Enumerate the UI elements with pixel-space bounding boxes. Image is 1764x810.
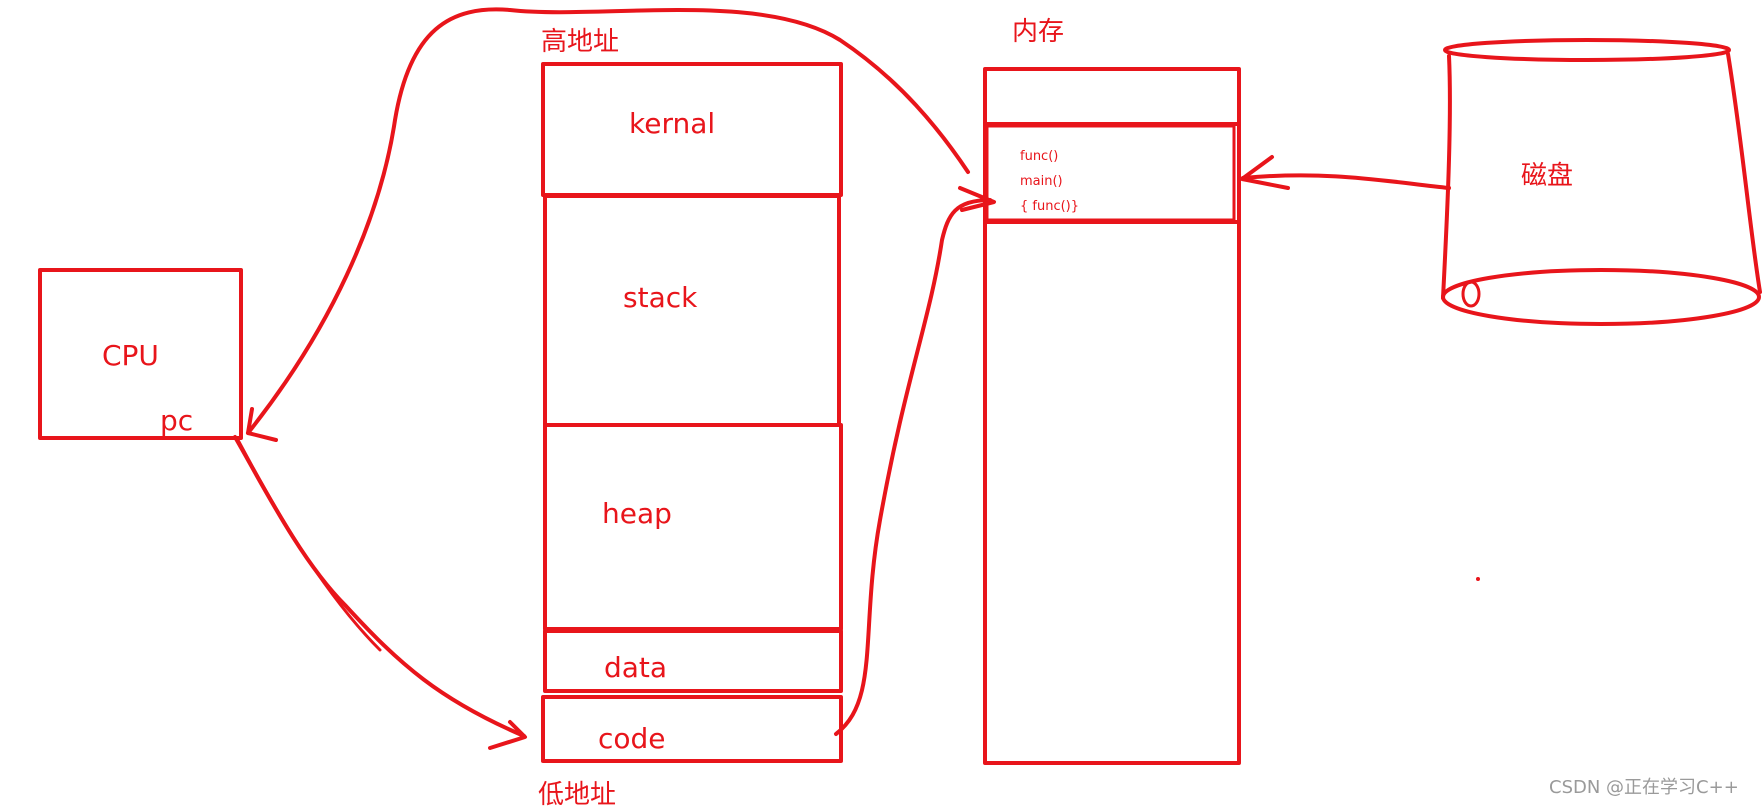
cpu-box <box>38 268 243 440</box>
pc-to-code-arrowhead <box>488 720 527 750</box>
memory-to-pc-arrow <box>246 7 970 435</box>
watermark: CSDN @正在学习C++ <box>1549 777 1739 798</box>
disk-block: 磁盘 <box>1441 38 1762 326</box>
disk-to-memory-arrow <box>1241 173 1451 190</box>
data-segment <box>543 629 843 693</box>
memory-block: 内存 func() main() { func()} <box>983 17 1241 765</box>
disk-label: 磁盘 <box>1521 161 1573 191</box>
arrows <box>233 7 1451 750</box>
code-segment-label: code <box>598 722 666 755</box>
code-segment <box>541 695 843 763</box>
cpu-block: CPU pc <box>38 268 243 440</box>
disk-spindle-mark <box>1461 280 1481 308</box>
code-to-memory-arrow <box>834 198 992 736</box>
stray-dot <box>1476 577 1480 581</box>
stack-segment-label: stack <box>623 281 698 314</box>
disk-left-side <box>1441 54 1452 300</box>
memory-line-func: func() <box>1020 149 1058 164</box>
code-to-memory-arrowhead <box>958 186 996 212</box>
pc-to-code-arrow-shadow <box>236 438 382 652</box>
memory-line-main: main() <box>1020 174 1063 189</box>
memory-label: 内存 <box>1012 17 1064 47</box>
pc-to-code-arrow <box>233 435 526 738</box>
heap-segment <box>543 423 843 631</box>
memory-to-pc-arrowhead <box>246 407 278 442</box>
pc-label: pc <box>160 404 193 437</box>
memory-box <box>983 67 1241 765</box>
disk-right-side <box>1726 52 1762 294</box>
heap-segment-label: heap <box>602 497 672 530</box>
kernel-segment-label: kernal <box>629 107 715 140</box>
process-address-space: 高地址 kernal stack heap data code 低地址 <box>538 27 843 810</box>
disk-to-memory-arrowhead <box>1240 155 1290 190</box>
disk-top-ellipse <box>1443 38 1731 62</box>
memory-line-body: { func()} <box>1020 199 1079 214</box>
low-address-label: 低地址 <box>538 780 616 810</box>
data-segment-label: data <box>604 651 667 684</box>
loaded-program-region <box>985 124 1236 222</box>
cpu-label: CPU <box>102 339 159 372</box>
disk-bottom-ellipse <box>1441 268 1761 326</box>
high-address-label: 高地址 <box>541 27 619 57</box>
